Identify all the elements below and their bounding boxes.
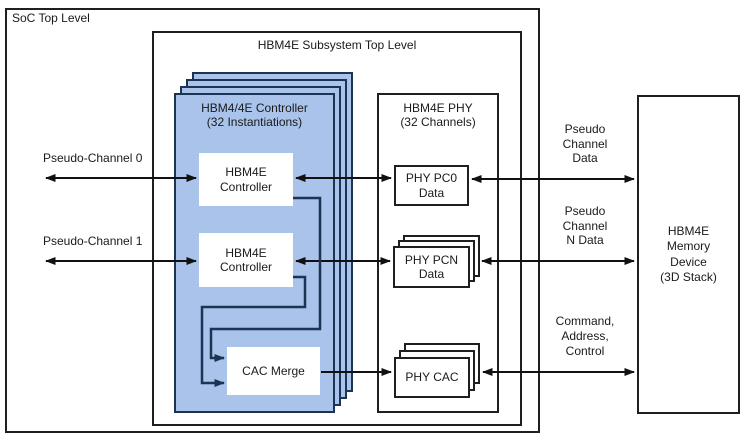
pseudo-channel-n-data-label: Pseudo Channel N Data xyxy=(562,204,608,248)
phy-pcn-box: PHY PCN Data xyxy=(393,246,470,288)
pseudo-channel-0-label: Pseudo-Channel 0 xyxy=(43,151,143,165)
subsystem-title: HBM4E Subsystem Top Level xyxy=(257,38,417,52)
memory-device-box: HBM4E Memory Device (3D Stack) xyxy=(637,95,740,414)
pseudo-channel-1-label: Pseudo-Channel 1 xyxy=(43,234,143,248)
controller-stack-title: HBM4/4E Controller (32 Instantiations) xyxy=(201,101,308,130)
phy-cac-box: PHY CAC xyxy=(394,357,470,398)
phy-pc0-box: PHY PC0 Data xyxy=(394,165,469,206)
pseudo-channel-data-label: Pseudo Channel Data xyxy=(562,122,608,166)
hbm4e-controller-0-box: HBM4E Controller xyxy=(199,153,293,206)
soc-top-level-title: SoC Top Level xyxy=(12,11,90,25)
cac-merge-box: CAC Merge xyxy=(227,347,320,395)
hbm4e-controller-1-box: HBM4E Controller xyxy=(199,233,293,287)
phy-title: HBM4E PHY (32 Channels) xyxy=(400,101,476,130)
command-address-control-label: Command, Address, Control xyxy=(555,314,615,358)
